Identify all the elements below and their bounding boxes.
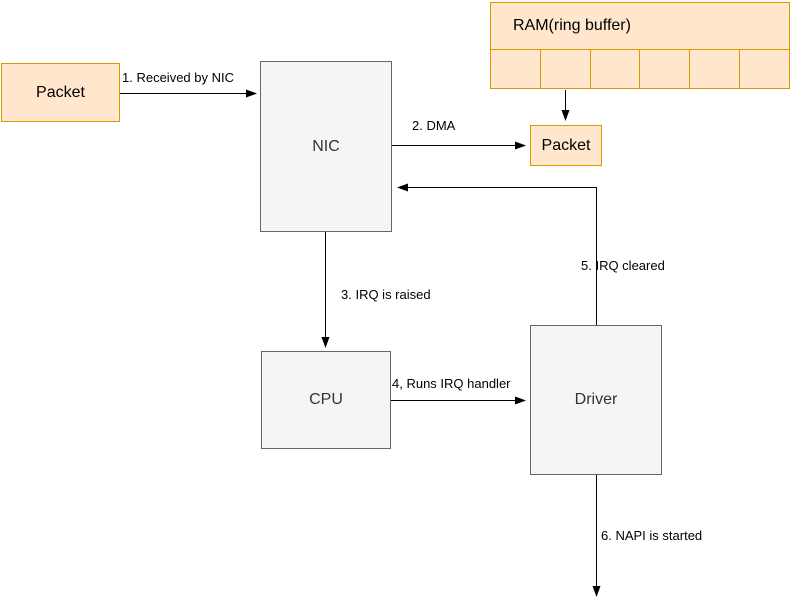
node-packet-dma: Packet xyxy=(530,125,602,166)
ram-cell-row xyxy=(491,50,789,88)
node-cpu: CPU xyxy=(261,351,391,449)
edge-label-irq-raised: 3. IRQ is raised xyxy=(341,287,431,302)
ram-cell xyxy=(690,50,741,88)
node-packet-dma-label: Packet xyxy=(541,136,591,154)
ram-cell xyxy=(591,50,641,88)
node-cpu-label: CPU xyxy=(309,391,343,408)
node-nic: NIC xyxy=(260,61,392,232)
ram-cell xyxy=(541,50,591,88)
ram-cell xyxy=(740,50,789,88)
node-driver: Driver xyxy=(530,325,662,475)
edge-irq-cleared-line xyxy=(397,183,597,325)
edge-label-napi-started: 6. NAPI is started xyxy=(601,528,703,543)
edge-label-dma: 2. DMA xyxy=(412,118,456,133)
node-nic-label: NIC xyxy=(312,137,340,155)
node-packet-source: Packet xyxy=(1,63,120,122)
node-packet-source-label: Packet xyxy=(36,83,85,101)
edge-label-irq-cleared: 5. IRQ cleared xyxy=(581,258,665,273)
ram-cell xyxy=(491,50,541,88)
node-driver-label: Driver xyxy=(574,391,618,408)
ram-title-label: RAM(ring buffer) xyxy=(513,17,631,34)
ram-title: RAM(ring buffer) xyxy=(491,3,789,50)
edge-label-received-by-nic: 1. Received by NIC xyxy=(122,70,234,85)
node-ram-ring-buffer: RAM(ring buffer) xyxy=(490,2,790,89)
ram-cell xyxy=(640,50,691,88)
edge-label-runs-irq-handler: 4, Runs IRQ handler xyxy=(392,376,511,391)
